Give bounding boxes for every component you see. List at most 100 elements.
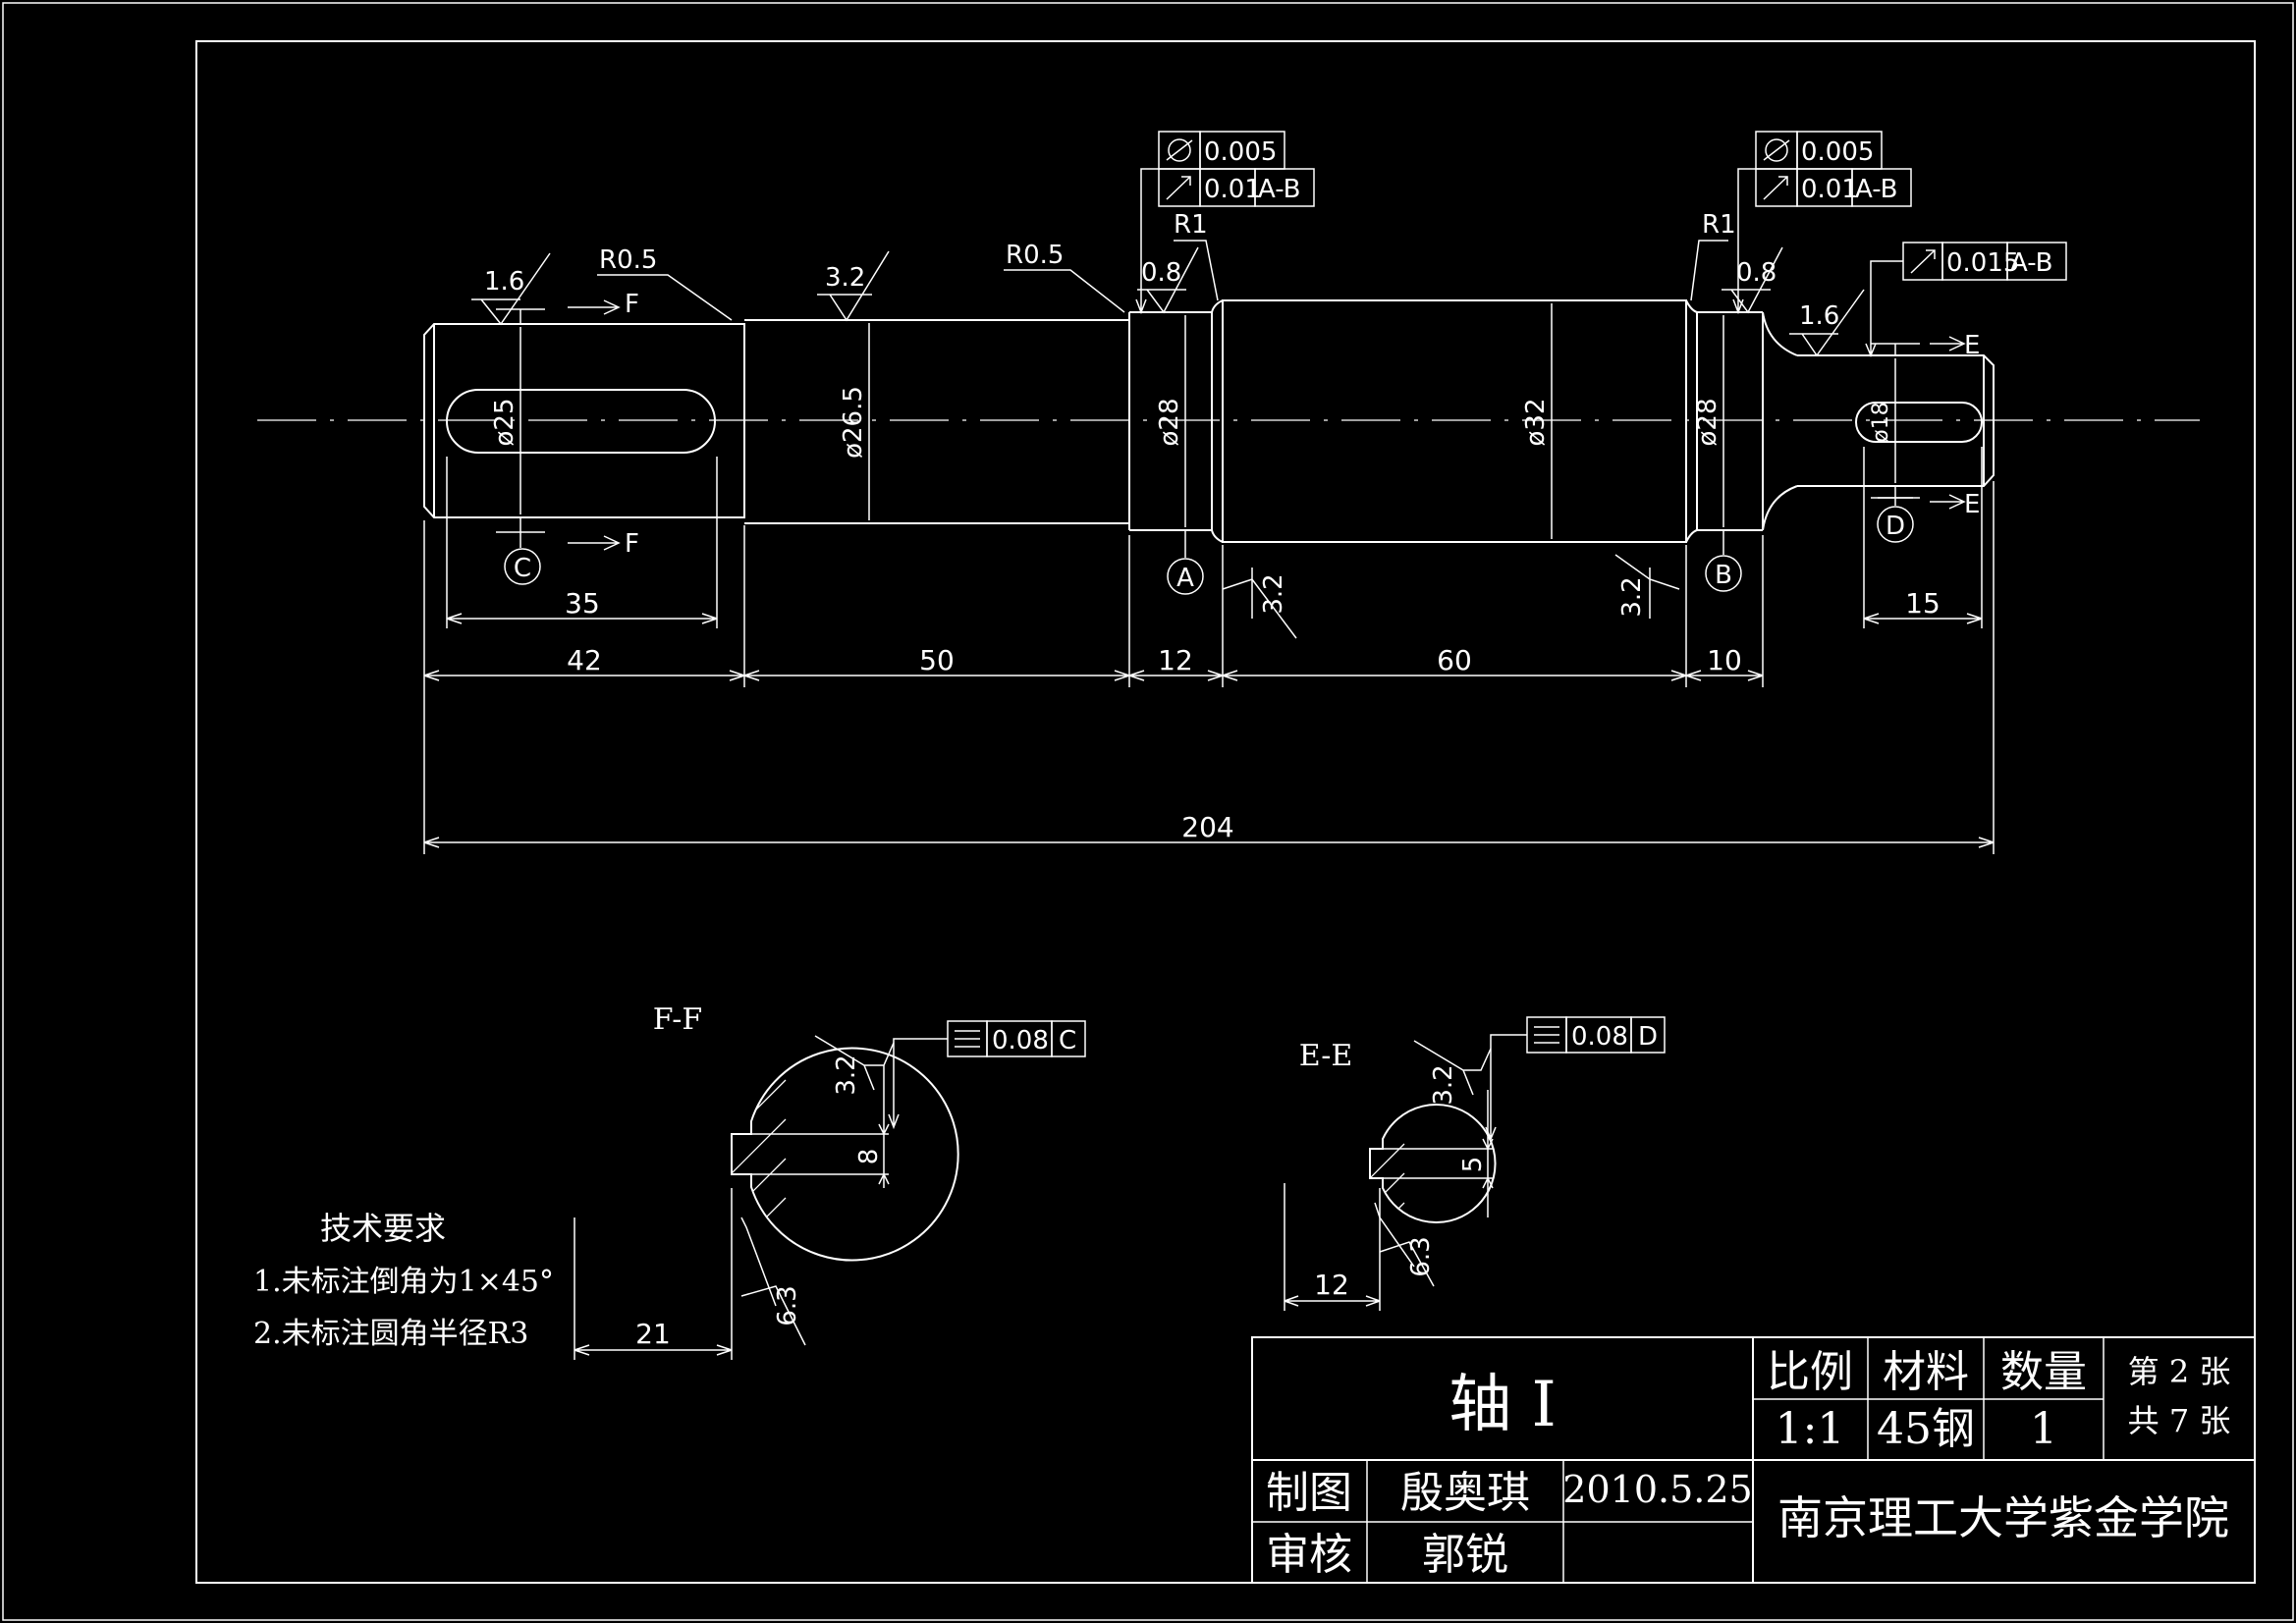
datum-b: B <box>1705 529 1742 592</box>
leader-r05-b <box>1004 269 1125 313</box>
datum-a-stem <box>1169 529 1203 558</box>
leader-r1-a <box>1174 240 1219 301</box>
roughness-3-mark <box>1137 246 1199 314</box>
material-label: 材料 <box>1883 1347 1969 1397</box>
quantity-value: 1 <box>2030 1404 2057 1454</box>
gdt-right-ref: A-B <box>1855 175 1898 204</box>
shaft-section-4 <box>1222 299 1687 543</box>
technical-requirements: 技术要求 1.未标注倒角为1×45° 2.未标注圆角半径R3 <box>253 1210 554 1351</box>
roughness-5: 1.6 <box>1799 301 1839 331</box>
leader-r05-a <box>597 274 733 321</box>
ff-width-dimline <box>574 1188 733 1360</box>
datum-d-stem <box>1878 497 1913 506</box>
section-mark-f-bottom: F <box>625 529 639 559</box>
section-ee-hatching <box>1370 1105 1405 1222</box>
dim-line-15 <box>1863 613 1983 624</box>
ee-ref-box <box>1630 1016 1666 1054</box>
datum-b-circle <box>1705 555 1742 592</box>
title-block: 轴 I 比例 材料 数量 1:1 45钢 1 第 2 张 共 7 张 制图 殷奥… <box>1251 1336 2256 1584</box>
gdt-left-ref: A-B <box>1258 175 1301 204</box>
ee-roughness-mark <box>1413 1040 1492 1096</box>
datum-d: D <box>1877 497 1914 543</box>
drawn-by: 殷奥琪 <box>1400 1468 1530 1518</box>
roughness-4: 0.8 <box>1736 258 1777 288</box>
ee-key-extension <box>1383 1148 1493 1179</box>
cut-e-top-tick <box>1871 343 1920 355</box>
dim-line-12 <box>1128 670 1224 681</box>
dim-d25: ø25 <box>490 399 519 447</box>
symmetry-icon <box>1534 1026 1559 1044</box>
section-mark-e-bottom: E <box>1964 490 1980 519</box>
datum-d-circle <box>1877 506 1914 543</box>
roughness-symbol-7: 3.2 <box>1614 554 1680 619</box>
scale-label: 比例 <box>1767 1347 1853 1397</box>
ff-sym-leader <box>888 1038 948 1130</box>
roughness-symbol-2: 3.2 <box>817 250 890 322</box>
leader-r1-b <box>1690 240 1728 301</box>
dim-12: 12 <box>1158 644 1193 676</box>
scale-value: 1:1 <box>1776 1404 1845 1454</box>
gdt-right-runout: 0.01 <box>1801 175 1858 204</box>
ee-hatch-lines <box>1370 1105 1405 1222</box>
roughness-2: 3.2 <box>825 263 865 293</box>
tech-req-heading: 技术要求 <box>320 1210 446 1247</box>
dim-d32: ø32 <box>1521 399 1551 447</box>
roughness-6-mark <box>1222 568 1297 639</box>
dim-35: 35 <box>565 587 600 620</box>
section-ee-title: E-E <box>1299 1039 1353 1073</box>
ff-hatch-lines <box>732 1048 787 1261</box>
section-ff-title: F-F <box>653 1002 702 1037</box>
drawn-date: 2010.5.25 <box>1562 1468 1752 1511</box>
cut-e-top-arrow <box>1930 336 1966 352</box>
gdt-right-leader <box>1732 168 1756 315</box>
cut-f-bottom-arrow <box>568 535 621 551</box>
dim-204: 204 <box>1181 811 1233 843</box>
roundness-icon-slash <box>1763 139 1790 161</box>
symmetry-icon <box>955 1030 980 1048</box>
dim-15: 15 <box>1905 587 1941 620</box>
dim-line-50 <box>743 670 1130 681</box>
roughness-symbol-6: 3.2 <box>1222 568 1297 639</box>
dim-line-42 <box>423 670 745 681</box>
key-slot-right <box>1855 402 1983 443</box>
gdt-right-round: 0.005 <box>1801 137 1874 167</box>
cut-e-bottom-arrow <box>1930 494 1966 510</box>
runout-icon <box>1166 176 1191 200</box>
gdt-end-ref <box>2006 242 2067 281</box>
drawing-frame <box>195 40 2256 1584</box>
gdt-left-round: 0.005 <box>1204 137 1277 167</box>
sheet-total: 共 7 张 <box>2128 1402 2231 1439</box>
roughness-6: 3.2 <box>1259 573 1288 614</box>
gdt-right-ref <box>1851 168 1912 207</box>
roundness-icon <box>1765 138 1788 162</box>
dim-d18: ø18 <box>1869 402 1893 442</box>
datum-a-circle <box>1167 558 1204 595</box>
section-ee-key-height: 5 <box>1458 1157 1488 1173</box>
dim-10: 10 <box>1707 644 1742 676</box>
quantity-label: 数量 <box>2000 1347 2087 1397</box>
sheet-number: 第 2 张 <box>2128 1353 2231 1390</box>
section-ff-outline <box>731 1047 959 1262</box>
ff-key-extension <box>751 1133 889 1175</box>
section-mark-e-top: E <box>1964 331 1980 360</box>
gdt-end-leader <box>1865 260 1903 357</box>
datum-a: A <box>1167 529 1204 595</box>
tech-req-item-2: 2.未标注圆角半径R3 <box>253 1317 528 1351</box>
roughness-symbol-5: 1.6 <box>1789 289 1865 357</box>
material-value: 45钢 <box>1877 1404 1975 1454</box>
datum-d-label: D <box>1886 512 1905 541</box>
shoulder-fillet <box>1762 311 1798 531</box>
section-ee-sym-value: 0.08 <box>1571 1022 1628 1052</box>
dim-50: 50 <box>919 644 955 676</box>
radius-r1-a: R1 <box>1174 210 1208 240</box>
roundness-icon <box>1168 138 1191 162</box>
gdt-left-leader <box>1135 168 1159 315</box>
gdt-end-runout: 0.015 <box>1946 248 2019 278</box>
roundness-icon-slash <box>1166 139 1193 161</box>
tech-req-item-1: 1.未标注倒角为1×45° <box>253 1265 554 1299</box>
radius-r05-a: R0.5 <box>599 245 657 275</box>
roughness-2-mark <box>817 250 890 322</box>
section-mark-f-top: F <box>625 290 639 319</box>
dim-line-35 <box>446 613 718 624</box>
roughness-1: 1.6 <box>484 267 524 297</box>
